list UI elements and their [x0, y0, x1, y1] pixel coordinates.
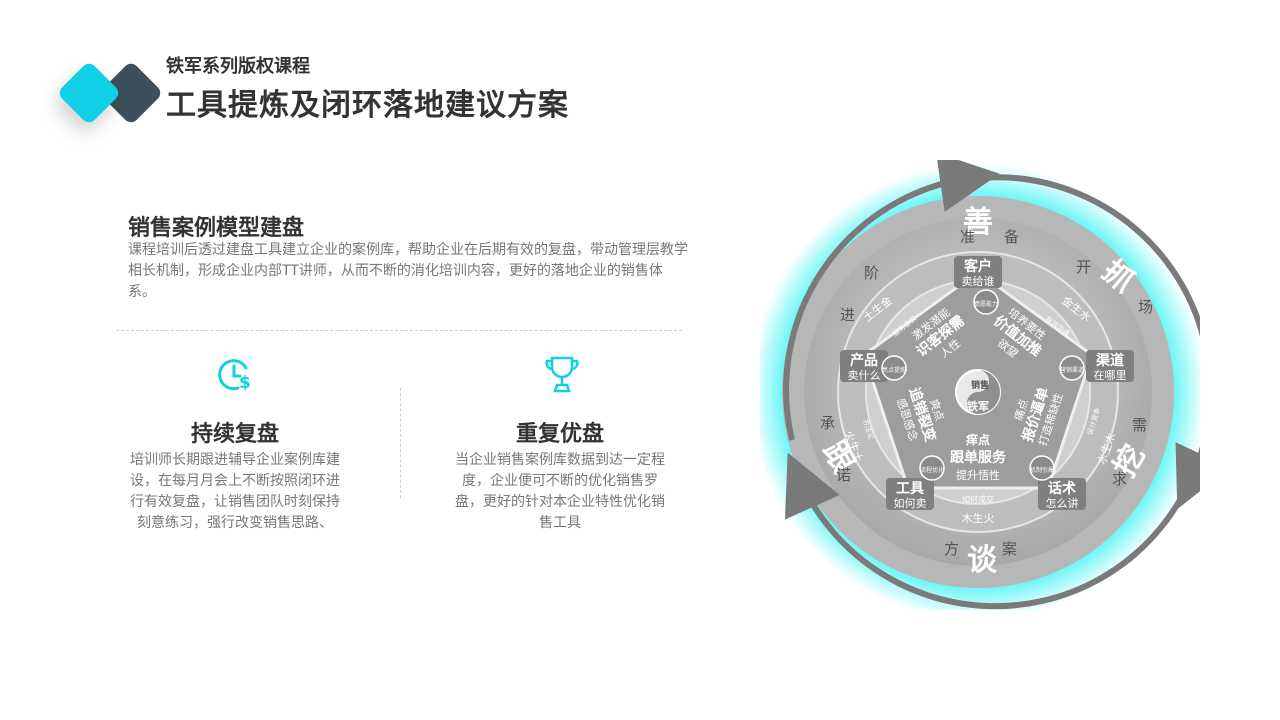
node-title: 产品	[850, 352, 878, 369]
outer-small-9: 承	[820, 414, 835, 432]
sales-compass-wheel: 善 抓 挖 谈 跟 准 备 开 场 需 求 方 案 承 诺 进 阶 金生水 水生…	[760, 160, 1200, 610]
trophy-icon	[542, 355, 582, 399]
node-sub: 卖给谁	[962, 275, 995, 288]
svg-text:痒点: 痒点	[966, 432, 990, 447]
outer-small-12: 阶	[864, 264, 879, 282]
node-tag-4: 流程优化	[919, 455, 945, 481]
inner-label-4: 痒点 跟单服务 提升悟性	[950, 432, 1007, 482]
node-product: 产品 卖什么	[840, 350, 888, 382]
center-text-1: 销售	[971, 379, 989, 391]
outer-small-8: 案	[1002, 540, 1017, 558]
vertical-divider	[400, 388, 401, 498]
svg-text:亮点提炼: 亮点提炼	[882, 366, 906, 374]
outer-small-5: 需	[1132, 416, 1147, 434]
node-tag-1: 意愿能力	[973, 289, 999, 315]
section-title: 销售案例模型建盘	[128, 216, 305, 241]
node-tag-3: 机制引爆	[1029, 455, 1055, 481]
outer-small-10: 诺	[836, 466, 851, 484]
node-tool: 工具 如何卖	[886, 478, 934, 510]
svg-text:流程优化: 流程优化	[920, 466, 944, 474]
node-script: 话术 怎么讲	[1038, 478, 1086, 510]
svg-text:意愿能力: 意愿能力	[974, 300, 998, 308]
node-tag-2: 营销渠道	[1059, 355, 1085, 381]
outer-small-11: 进	[840, 306, 855, 324]
page-title: 工具提炼及闭环落地建议方案	[166, 88, 569, 123]
column-title-1: 持续复盘	[190, 422, 279, 447]
outer-big-4: 谈	[967, 543, 998, 578]
node-customer: 客户 卖给谁	[954, 256, 1002, 288]
node-title: 话术	[1048, 480, 1076, 497]
logo-diamond-cyan	[56, 60, 122, 126]
outer-big-1: 善	[963, 205, 993, 240]
cycle-arrow-2	[784, 452, 1183, 610]
node-tag-5: 亮点提炼	[881, 355, 907, 381]
node-sub: 怎么讲	[1046, 496, 1079, 510]
cycle-arrow-1	[977, 174, 1200, 510]
center-text-2: 铁军	[967, 399, 989, 413]
mid-ring-label-3: 木生火	[962, 511, 995, 525]
outer-small-1: 准	[960, 228, 975, 246]
outer-small-4: 场	[1138, 298, 1153, 316]
svg-text:机制引爆: 机制引爆	[1030, 466, 1054, 474]
node-title: 渠道	[1095, 352, 1124, 369]
center-yin-yang: 销售 铁军	[955, 369, 1001, 415]
svg-text:爽点: 爽点	[927, 398, 946, 423]
svg-text:跟单服务: 跟单服务	[950, 449, 1007, 466]
section-body: 课程培训后透过建盘工具建立企业的案例库，帮助企业在后期有效的复盘，带动管理层教学…	[128, 242, 688, 300]
column-title-2: 重复优盘	[515, 422, 604, 447]
svg-text:$: $	[239, 373, 251, 393]
horizontal-divider	[116, 330, 682, 331]
outer-small-3: 开	[1076, 258, 1091, 276]
column-body-1: 培训师长期跟进辅导企业案例库建设，在每月月会上不断按照闭环进行有效复盘，让销售团…	[130, 452, 340, 531]
outer-small-6: 求	[1112, 470, 1127, 488]
clock-dollar-icon: $	[216, 355, 256, 399]
column-body-2: 当企业销售案例库数据到达一定程度，企业便可不断的优化销售罗盘，更好的针对本企业特…	[455, 452, 665, 531]
bottom-tag: 如何成交	[962, 494, 994, 504]
svg-text:营销渠道: 营销渠道	[1060, 366, 1084, 374]
cycle-arrow-3	[783, 160, 1000, 441]
outer-small-2: 备	[1004, 228, 1019, 246]
outer-small-7: 方	[944, 540, 959, 558]
svg-text:痛点: 痛点	[1011, 397, 1031, 422]
node-title: 客户	[963, 258, 992, 275]
svg-text:提升悟性: 提升悟性	[956, 468, 1000, 482]
node-title: 工具	[896, 481, 924, 497]
header-subtitle: 铁军系列版权课程	[166, 56, 310, 77]
node-sub: 如何卖	[894, 496, 927, 510]
node-channel: 渠道 在哪里	[1086, 350, 1134, 382]
node-sub: 在哪里	[1094, 369, 1127, 382]
node-sub: 卖什么	[848, 369, 881, 382]
